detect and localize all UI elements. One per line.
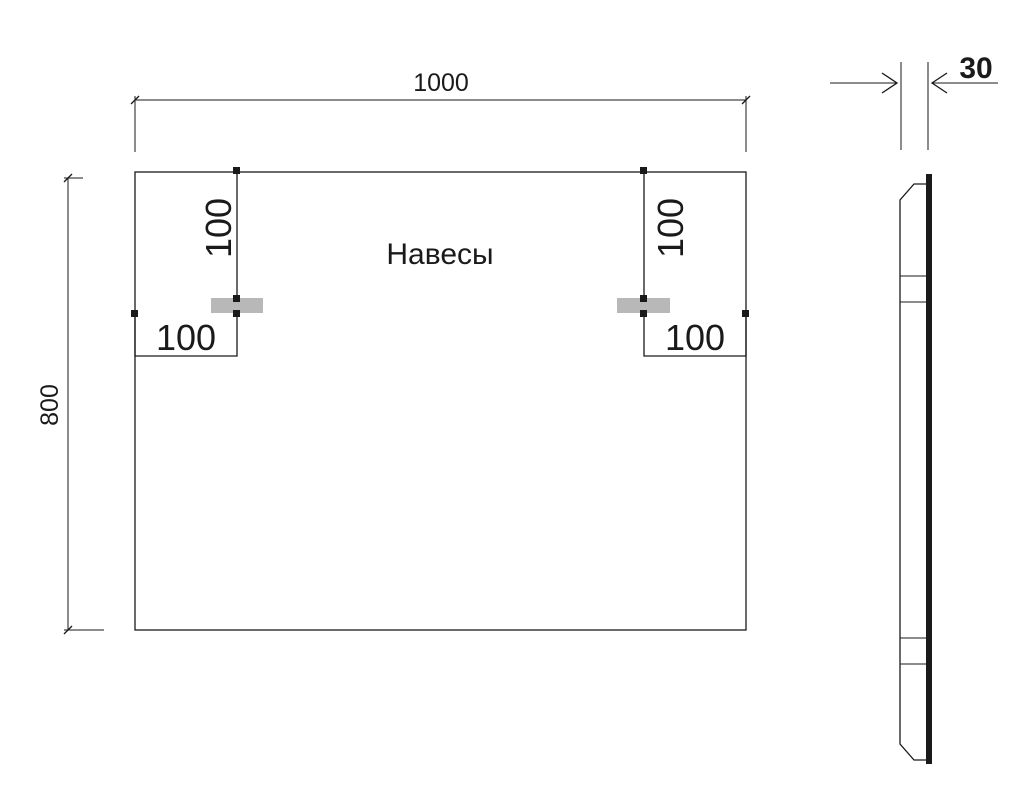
mirror-front-outline	[134, 171, 747, 631]
marker	[640, 310, 647, 317]
hanger-left-bracket	[211, 298, 263, 313]
mirror-side-view	[899, 174, 932, 764]
marker	[233, 167, 240, 174]
marker	[742, 310, 749, 317]
marker	[640, 167, 647, 174]
marker	[640, 295, 647, 302]
hanger-left: 100 100	[131, 167, 263, 358]
hanger-right-top-offset: 100	[650, 198, 691, 258]
depth-dimension: 30	[830, 52, 998, 150]
hanger-right-side-offset: 100	[665, 317, 725, 358]
depth-value: 30	[959, 52, 992, 85]
hanger-right-bracket	[617, 298, 670, 313]
marker	[233, 295, 240, 302]
height-value: 800	[36, 384, 64, 426]
hanger-right: 100 100	[617, 167, 749, 358]
width-value: 1000	[413, 69, 469, 97]
marker	[131, 310, 138, 317]
mirror-glass-edge	[926, 174, 932, 764]
hanger-left-top-offset: 100	[198, 198, 239, 258]
width-dimension: 1000	[130, 69, 751, 152]
hangers-label: Навесы	[386, 238, 493, 271]
hanger-left-side-offset: 100	[156, 317, 216, 358]
marker	[233, 310, 240, 317]
height-dimension: 800	[36, 173, 104, 635]
